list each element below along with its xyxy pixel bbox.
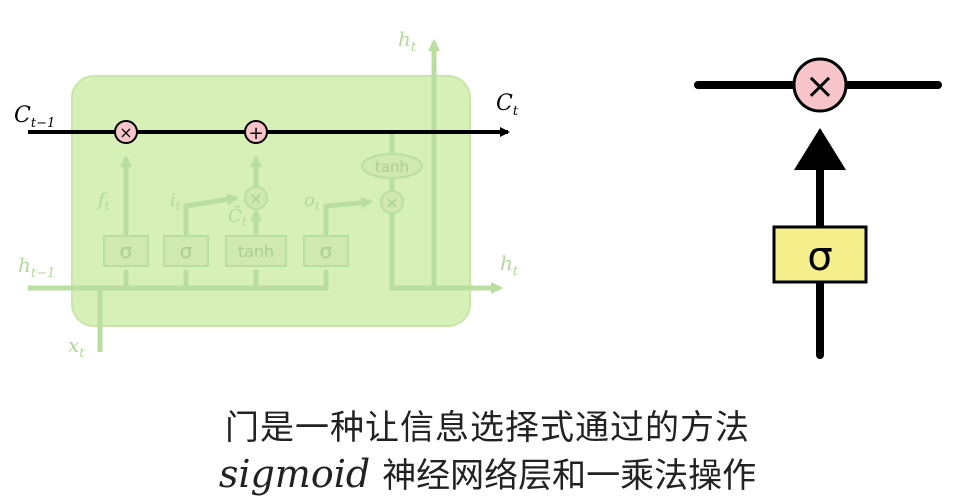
caption-line-2-rest: 神经网络层和一乘法操作 xyxy=(382,456,757,496)
caption-line-1: 门是一种让信息选择式通过的方法 xyxy=(225,408,750,448)
faded-pathways xyxy=(28,39,503,352)
input-line xyxy=(97,270,329,352)
hidden-out-top-label: ht xyxy=(398,27,417,55)
forget-sigma-box xyxy=(103,235,149,267)
forget-sigma-label: σ xyxy=(120,239,133,263)
candidate-tanh-box xyxy=(225,235,287,267)
output-gate-up xyxy=(323,196,373,236)
gate-sigma-box xyxy=(772,225,868,284)
gate-arrowhead xyxy=(794,128,846,170)
forget-mult-symbol: × xyxy=(119,123,132,142)
gate-mult-symbol: × xyxy=(805,66,835,107)
cell-tanh-label: tanh xyxy=(375,158,409,176)
output-sigma-label: σ xyxy=(320,239,333,263)
input-sigma-label: σ xyxy=(180,239,193,263)
cell-tanh-ellipse xyxy=(361,153,423,179)
candidate-mult-symbol: × xyxy=(249,189,262,208)
output-mult-symbol: × xyxy=(385,193,398,212)
ht-out-line xyxy=(389,214,503,294)
faded-labels: ft it C̃t ot ht−1 ht ht xt xyxy=(18,27,519,361)
lstm-cell: σ σ tanh σ tanh × × ft it C̃t ot ht− xyxy=(14,27,519,361)
caption-sigmoid: sigmoid xyxy=(218,452,371,496)
gate-mult-op xyxy=(792,57,848,113)
gate-diagram: σ × xyxy=(694,57,942,359)
cell-add-symbol: + xyxy=(248,123,263,144)
gate-sigma-label: σ xyxy=(807,234,832,280)
input-gate-up xyxy=(183,193,239,236)
hidden-prev-label: ht−1 xyxy=(18,253,55,281)
cell-state-path: Ct−1 Ct × + xyxy=(14,91,519,236)
input-gate-label: it xyxy=(170,190,181,213)
output-sigma-box xyxy=(303,235,349,267)
cell-prev-label: Ct−1 xyxy=(14,103,55,131)
candidate-label: C̃t xyxy=(228,205,247,229)
cell-add-op xyxy=(244,120,268,144)
candidate-tanh-label: tanh xyxy=(238,242,274,261)
output-gate-label: ot xyxy=(304,190,320,213)
forget-mult-op xyxy=(114,120,138,144)
cell-out-label: Ct xyxy=(496,91,519,119)
caption-line-2: sigmoid 神经网络层和一乘法操作 xyxy=(0,448,975,497)
input-label: xt xyxy=(68,333,85,361)
input-sigma-box xyxy=(163,235,209,267)
candidate-mult-op xyxy=(244,186,268,210)
hidden-out-right-label: ht xyxy=(500,251,519,279)
faded-boxes: σ σ tanh σ tanh × × xyxy=(103,153,423,267)
output-mult-op xyxy=(380,190,404,214)
